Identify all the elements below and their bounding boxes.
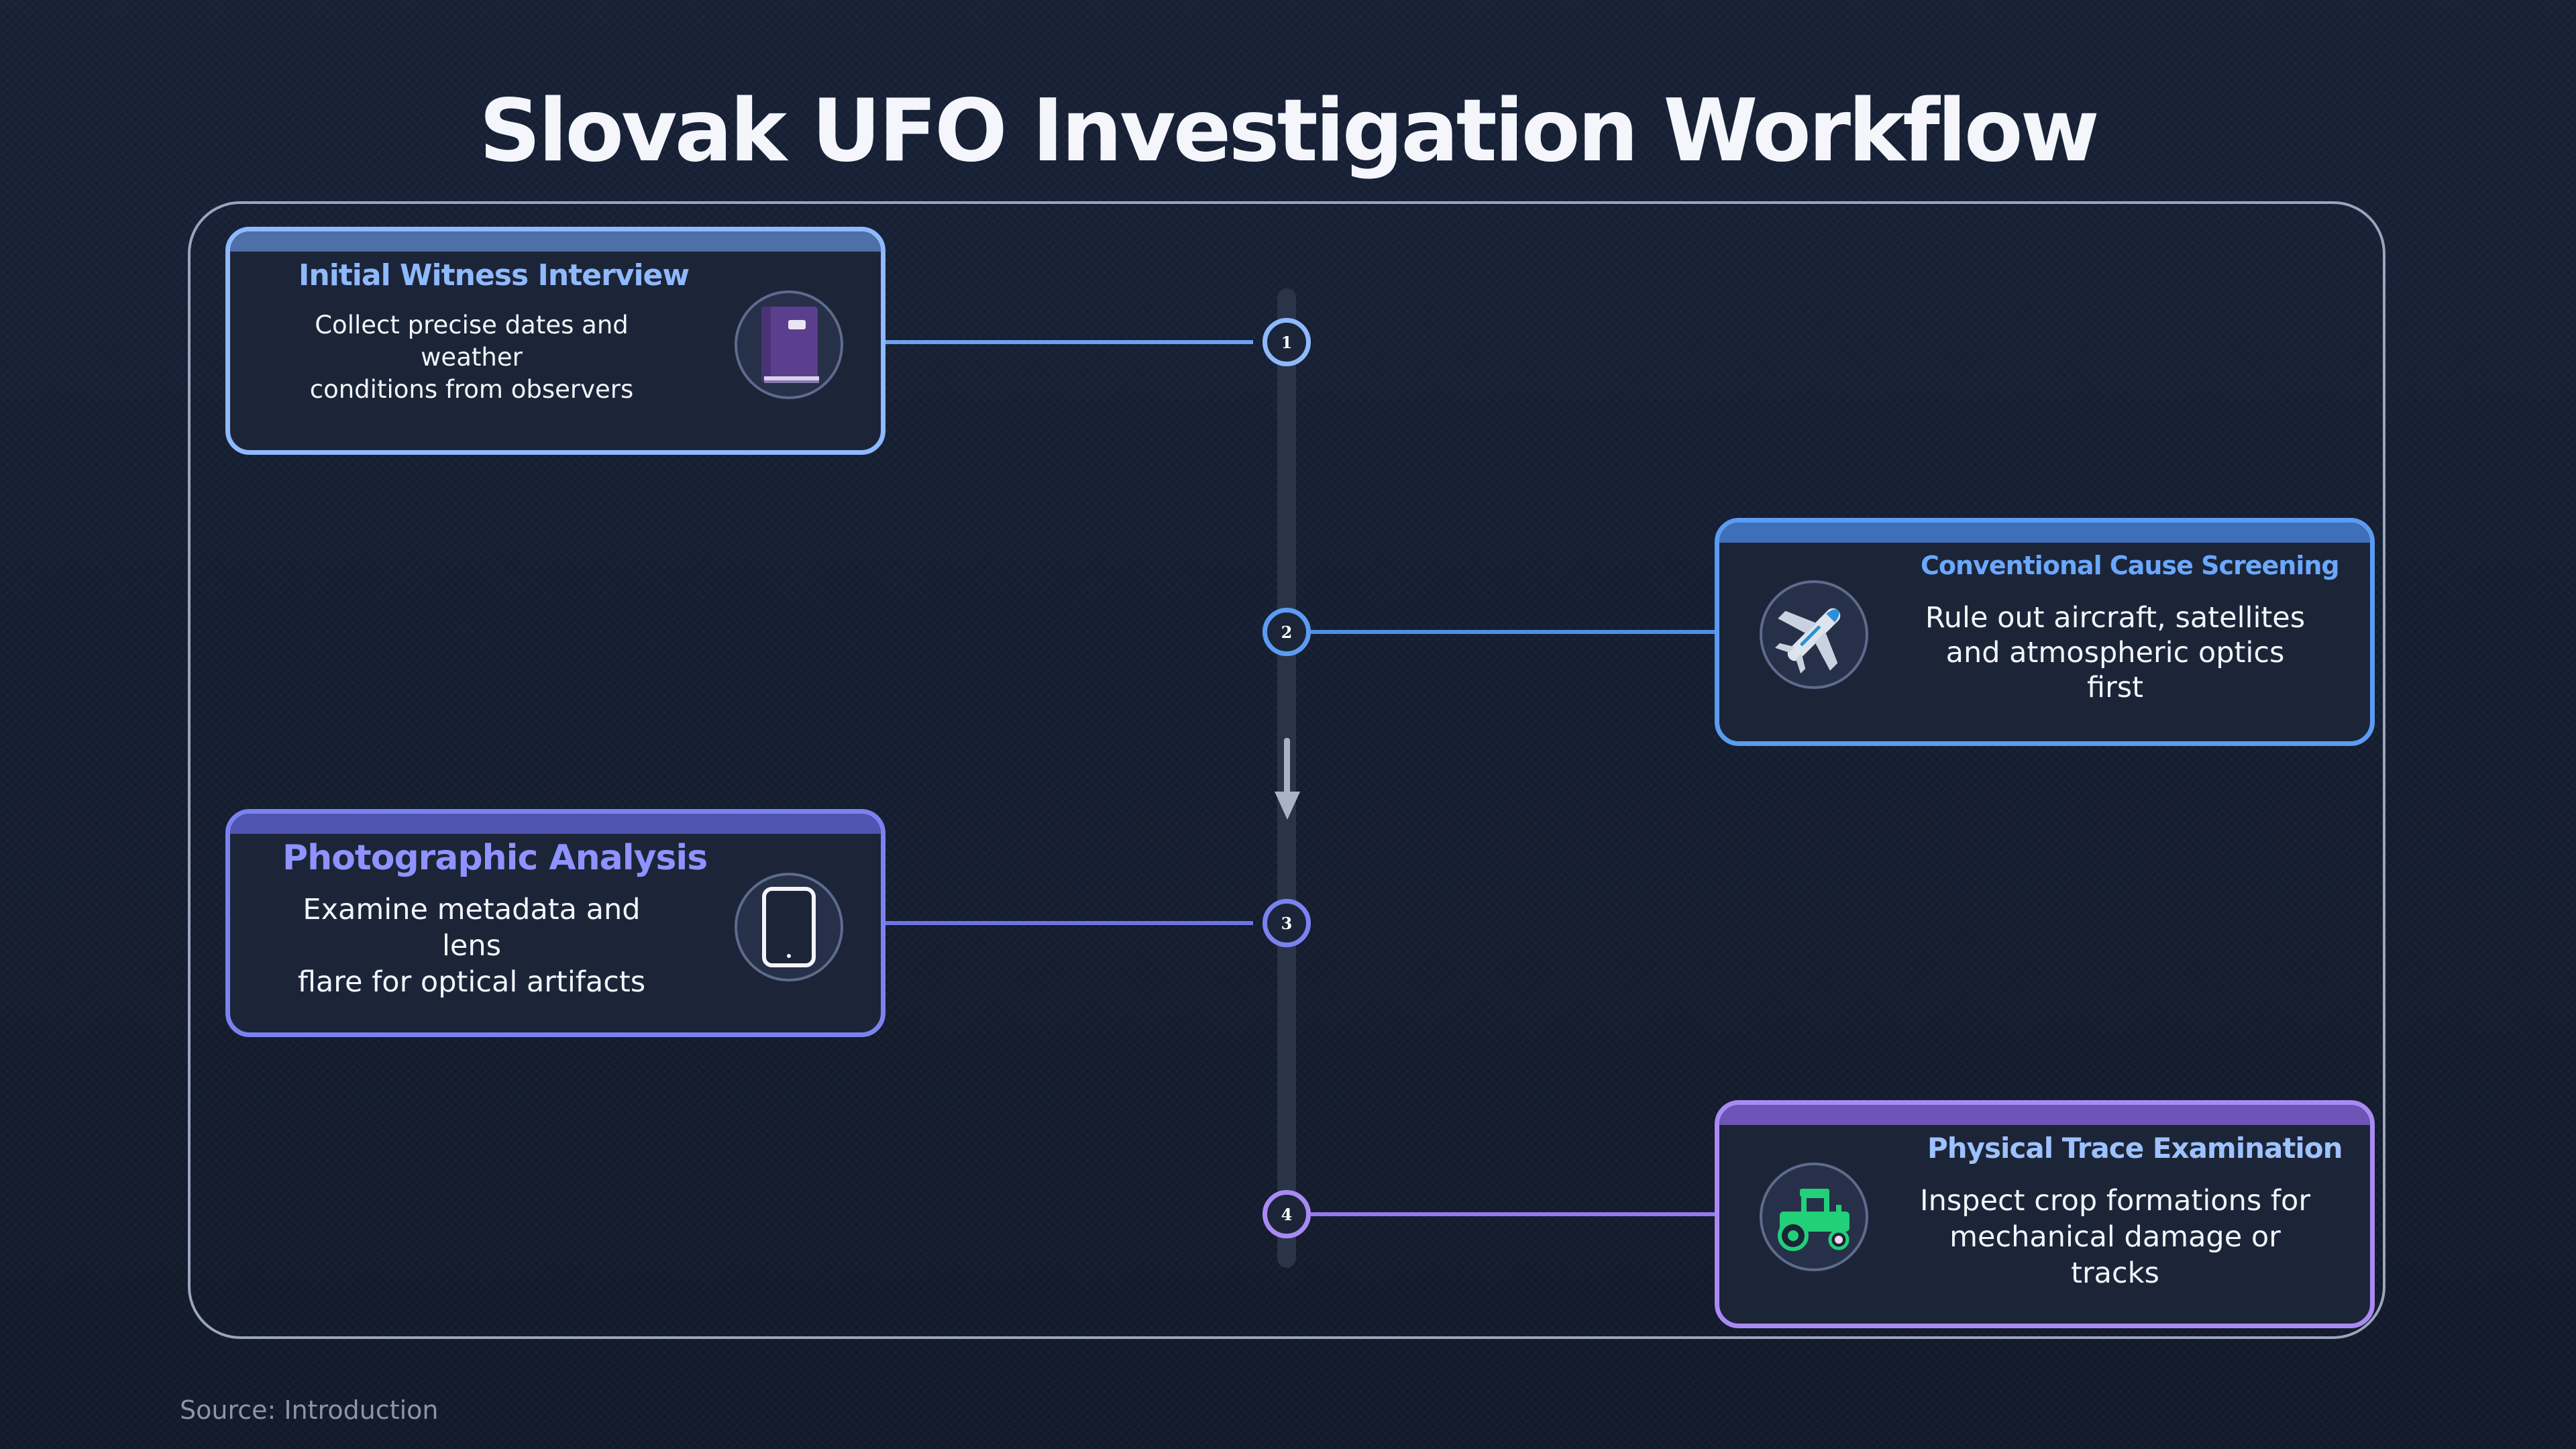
step-description: Inspect crop formations for mechanical d… [1914,1183,2316,1291]
step-title: Physical Trace Examination [1927,1132,2343,1165]
step-description: Examine metadata and lens flare for opti… [270,892,673,1000]
diagram-frame [188,201,2385,1339]
source-caption: Source: Introduction [180,1395,439,1425]
step-icon-badge [735,290,843,399]
step-number-4: 4 [1281,1204,1293,1224]
connector-step-3 [883,921,1253,925]
step-title: Conventional Cause Screening [1921,551,2340,580]
step-icon-badge [735,873,843,981]
step-description-line-2: conditions from observers [309,375,634,404]
step-description-line-1: Rule out aircraft, satellites [1925,601,2306,635]
airplane-icon [1775,608,1841,674]
step-icon-badge [1760,1163,1868,1271]
step-node-1: 1 [1263,318,1311,366]
card-header-bar [1719,1105,2370,1125]
step-description: Rule out aircraft, satellites and atmosp… [1914,600,2316,705]
step-description-line-2: mechanical damage or tracks [1949,1220,2281,1290]
connector-step-1 [883,340,1253,344]
step-node-4: 4 [1263,1190,1311,1238]
step-node-3: 3 [1263,899,1311,947]
step-card-initial-witness-interview: Initial Witness Interview Collect precis… [225,227,885,455]
book-icon [761,307,819,383]
step-node-2: 2 [1263,608,1311,656]
step-card-physical-trace-examination: Physical Trace Examination Inspect crop … [1715,1100,2375,1328]
card-header-bar [1719,523,2370,543]
connector-step-2 [1311,630,1720,634]
step-card-photographic-analysis: Photographic Analysis Examine metadata a… [225,809,885,1037]
step-card-conventional-cause-screening: Conventional Cause Screening Rule out ai… [1715,518,2375,746]
card-header-bar [230,231,881,252]
step-title: Photographic Analysis [282,838,708,878]
step-description-line-2: flare for optical artifacts [297,965,646,999]
step-description-line-2: and atmospheric optics first [1945,636,2285,704]
step-description-line-1: Collect precise dates and weather [315,311,629,372]
phone-icon [762,887,816,967]
connector-step-4 [1311,1212,1720,1216]
step-description-line-1: Examine metadata and lens [303,893,641,963]
step-number-1: 1 [1281,332,1293,352]
step-icon-badge [1760,580,1868,689]
card-header-bar [230,814,881,834]
tractor-icon [1778,1189,1849,1251]
flow-arrow-shaft [1284,738,1290,798]
step-description: Collect precise dates and weather condit… [270,309,673,406]
page-title: Slovak UFO Investigation Workflow [479,81,2100,181]
step-number-3: 3 [1281,913,1293,933]
step-description-line-1: Inspect crop formations for [1919,1184,2311,1218]
step-title: Initial Witness Interview [299,258,690,292]
step-number-2: 2 [1281,622,1293,642]
flow-arrow-down-icon [1275,792,1300,820]
